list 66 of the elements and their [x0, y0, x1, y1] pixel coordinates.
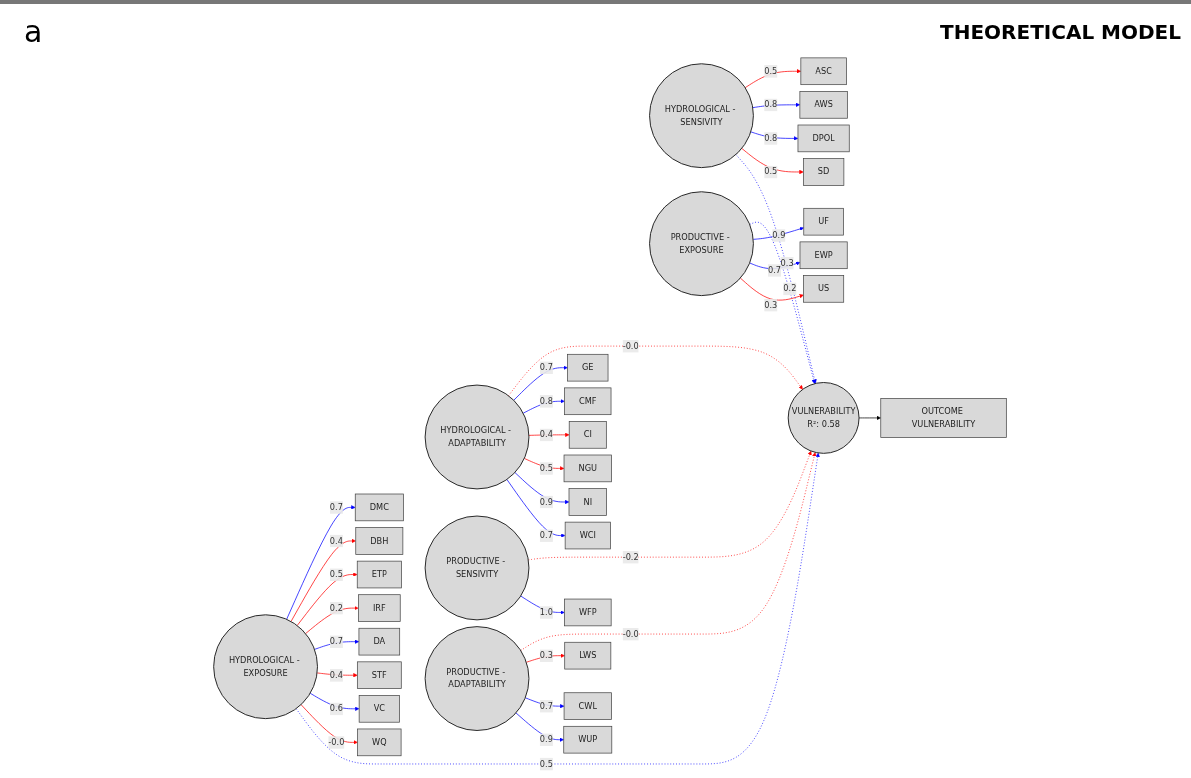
edge-label: 0.5 [539, 463, 553, 473]
edge-label: 0.9 [539, 734, 553, 745]
node-box: DA [358, 627, 401, 656]
edge-label: 0.9 [539, 496, 553, 507]
edge-label: 0.5 [329, 569, 343, 579]
node-box: GE [567, 353, 609, 382]
node-box: WFP [564, 598, 612, 627]
node-box: WQ [357, 728, 402, 757]
node-box: CWL [563, 692, 612, 720]
edge-label: 0.6 [329, 703, 343, 714]
edge-label: 0.2 [783, 283, 797, 294]
edge-label: 0.8 [764, 133, 778, 143]
edge-label: 0.3 [780, 257, 794, 268]
edge-label: 0.2 [329, 602, 343, 613]
node-circle: PRODUCTIVE - ADAPTABILITY [424, 626, 530, 731]
node-box: CMF [564, 387, 612, 416]
node-circle: HYDROLOGICAL - EXPOSURE [213, 614, 318, 720]
edge-label: -0.0 [622, 340, 639, 351]
node-circle: VULNERABILITY R²: 0.58 [787, 382, 860, 454]
edge-label: -0.0 [328, 737, 345, 747]
node-circle: HYDROLOGICAL - ADAPTABILITY [424, 384, 530, 490]
edge-label: -0.2 [622, 551, 639, 562]
node-box: AWS [799, 91, 848, 119]
edge-label: 0.7 [539, 700, 553, 711]
node-box: VC [358, 695, 400, 723]
node-box: DMC [354, 493, 404, 522]
node-box: SD [803, 158, 845, 186]
edge-label: 0.3 [539, 650, 553, 661]
edge-label: -0.0 [622, 628, 639, 639]
node-box: WCI [564, 521, 611, 550]
node-box: DPOL [797, 124, 850, 153]
node-box: US [803, 275, 845, 303]
node-box: STF [357, 661, 402, 689]
node-box: EWP [799, 241, 848, 270]
edge-label: 0.9 [772, 230, 786, 240]
edge-label: 0.7 [329, 636, 343, 647]
node-box: LWS [564, 641, 612, 670]
node-box: DBH [355, 527, 404, 555]
edge-label: 0.4 [329, 670, 343, 680]
node-box: ASC [800, 57, 847, 86]
node-box: CI [568, 421, 607, 449]
edge-label: 0.7 [329, 502, 343, 512]
node-box: OUTCOME VULNERABILITY [880, 398, 1007, 438]
edge-label: 0.5 [764, 66, 778, 76]
panel-letter: a [24, 14, 43, 49]
edge-label: 1.0 [539, 607, 553, 617]
edge-label: 0.7 [539, 530, 553, 540]
node-box: NI [568, 488, 607, 516]
edge-label: 0.3 [764, 299, 778, 310]
diagram-title: THEORETICAL MODEL [940, 20, 1181, 44]
edge-label: 0.5 [764, 166, 778, 177]
node-circle: PRODUCTIVE - SENSIVITY [424, 515, 530, 621]
node-box: WUP [563, 725, 613, 754]
edge-label: 0.8 [539, 396, 553, 406]
edge-label: 0.7 [539, 362, 553, 373]
edge-label: 0.7 [767, 265, 782, 275]
node-box: ETP [356, 560, 402, 589]
node-circle: HYDROLOGICAL - SENSIVITY [649, 63, 754, 169]
edge-label: 0.8 [764, 99, 778, 110]
node-circle: PRODUCTIVE - EXPOSURE [649, 191, 754, 297]
edge-label: 0.5 [539, 758, 553, 769]
node-box: IRF [358, 594, 401, 622]
edge-label: 0.4 [539, 429, 553, 440]
node-box: NGU [563, 454, 612, 483]
edge-label: 0.4 [329, 535, 343, 546]
node-box: UF [803, 207, 844, 236]
